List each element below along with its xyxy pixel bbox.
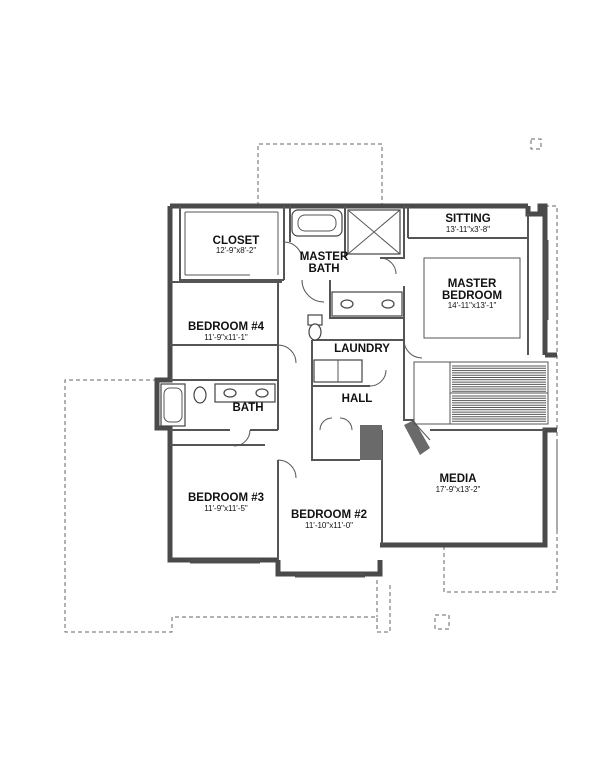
bedroom3-name: BEDROOM #3 — [188, 492, 264, 504]
bedroom2-name: BEDROOM #2 — [291, 509, 367, 521]
media-dims: 17'-9"x13'-2" — [436, 485, 481, 494]
laundry-fixtures — [313, 359, 363, 383]
master-bath-name-line2: BATH — [308, 263, 339, 275]
toilet-icon — [193, 386, 207, 404]
lower-level-outline — [64, 138, 558, 633]
master-bath-fixtures — [291, 209, 403, 341]
room-labels: CLOSET 12'-9"x8'-2" MASTER BATH SITTING … — [188, 213, 502, 530]
bath-name: BATH — [232, 402, 263, 414]
doors — [233, 241, 431, 479]
bedroom2-dims: 11'-10"x11'-0" — [305, 521, 353, 530]
bedroom4-dims: 11'-9"x11'-1" — [204, 333, 248, 342]
windows — [190, 240, 558, 578]
sitting-name: SITTING — [445, 213, 490, 225]
sitting-dims: 13'-11"x3'-8" — [446, 225, 490, 234]
bedroom4-name: BEDROOM #4 — [188, 321, 265, 333]
bathtub-icon — [291, 209, 343, 237]
laundry-name: LAUNDRY — [334, 343, 390, 355]
media-name: MEDIA — [439, 473, 476, 485]
closet-shelving — [184, 211, 279, 276]
closet-name: CLOSET — [213, 235, 260, 247]
closet-dims: 12'-9"x8'-2" — [216, 246, 256, 255]
bathtub-icon — [160, 383, 186, 427]
master-bedroom-dims: 14'-11"x13'-1" — [448, 301, 497, 310]
hall-name: HALL — [342, 393, 373, 405]
master-bath-name-line1: MASTER — [300, 251, 349, 263]
structural-column — [360, 425, 382, 460]
staircase — [413, 361, 549, 425]
bath-fixtures — [160, 383, 276, 427]
stair-wall-angle — [404, 420, 430, 455]
master-bedroom-name-line1: MASTER — [448, 278, 497, 290]
master-bedroom-name-line2: BEDROOM — [442, 290, 502, 302]
tray-ceiling — [423, 257, 521, 339]
bedroom3-dims: 11'-9"x11'-5" — [204, 504, 248, 513]
